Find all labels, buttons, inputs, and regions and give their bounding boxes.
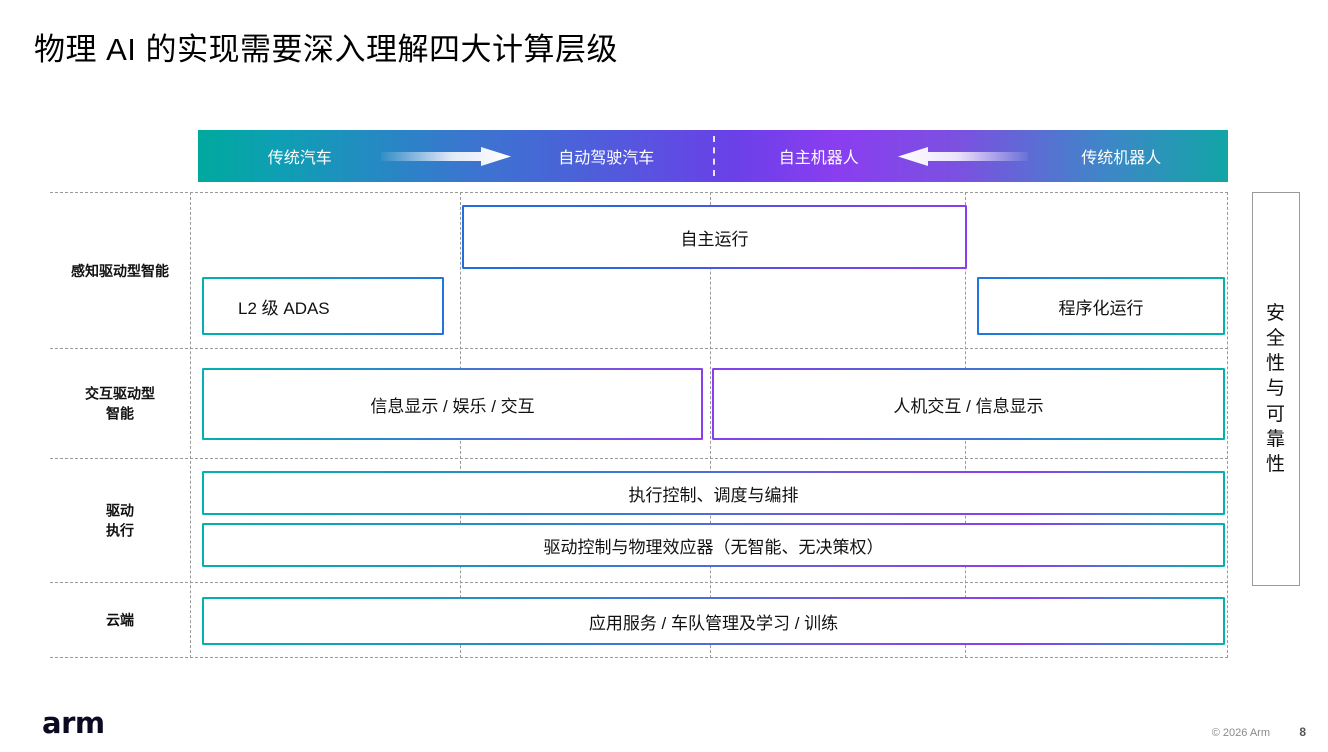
spectrum-label-autonomous-robot: 自主机器人 xyxy=(778,150,859,167)
safety-reliability-panel: 安 全 性 与 可 靠 性 xyxy=(1252,192,1300,586)
row-label-actuation: 驱动 执行 xyxy=(106,502,134,539)
spectrum-divider xyxy=(713,136,715,176)
grid-column-line-1 xyxy=(190,192,191,658)
safety-reliability-label: 安 全 性 与 可 靠 性 xyxy=(1265,303,1286,475)
matrix-row-actuation: 驱动 执行 执行控制、调度与编排 驱动控制与物理效应器（无智能、无决策权） xyxy=(50,458,1228,582)
spectrum-cell-autonomous-car: 自动驾驶汽车 xyxy=(456,130,714,182)
copyright-text: © 2026 Arm xyxy=(1211,727,1270,739)
arrow-right-icon xyxy=(381,147,511,166)
box-label-l2-adas: L2 级 ADAS xyxy=(238,298,330,318)
box-hmi-info-display[interactable]: 人机交互 / 信息显示 xyxy=(712,368,1225,440)
matrix-row-perception: 感知驱动型智能 自主运行 L2 级 ADAS 程序化运行 xyxy=(50,192,1228,348)
box-infotainment[interactable]: 信息显示 / 娱乐 / 交互 xyxy=(202,368,703,440)
spectrum-header-bar: 传统汽车 自动驾驶汽车 自主机器人 传统机器人 xyxy=(198,130,1228,182)
spectrum-label-traditional-car: 传统汽车 xyxy=(267,150,332,167)
spectrum-label-autonomous-car: 自动驾驶汽车 xyxy=(558,150,655,167)
box-programmed-operation[interactable]: 程序化运行 xyxy=(977,277,1225,335)
box-autonomous-operation[interactable]: 自主运行 xyxy=(462,205,967,269)
box-label-actuation-physical: 驱动控制与物理效应器（无智能、无决策权） xyxy=(543,537,884,557)
matrix-row-interaction: 交互驱动型 智能 信息显示 / 娱乐 / 交互 人机交互 / 信息显示 xyxy=(50,348,1228,458)
box-label-programmed-operation: 程序化运行 xyxy=(1058,298,1144,318)
box-l2-adas[interactable]: L2 级 ADAS xyxy=(202,277,444,335)
box-label-autonomous-operation: 自主运行 xyxy=(680,229,749,249)
grid-column-line-5 xyxy=(1227,192,1228,658)
spectrum-cell-traditional-robot: 传统机器人 xyxy=(971,130,1229,182)
box-label-infotainment: 信息显示 / 娱乐 / 交互 xyxy=(370,396,535,416)
spectrum-label-traditional-robot: 传统机器人 xyxy=(1081,150,1162,167)
page-number: 8 xyxy=(1299,725,1306,739)
box-label-cloud-services: 应用服务 / 车队管理及学习 / 训练 xyxy=(588,613,839,633)
box-label-exec-control: 执行控制、调度与编排 xyxy=(628,485,799,505)
arrow-left-icon xyxy=(898,147,1028,166)
page-title: 物理 AI 的实现需要深入理解四大计算层级 xyxy=(34,32,619,67)
box-label-hmi-info-display: 人机交互 / 信息显示 xyxy=(893,396,1044,416)
spectrum-cell-traditional-car: 传统汽车 xyxy=(198,130,456,182)
spectrum-cell-autonomous-robot: 自主机器人 xyxy=(713,130,971,182)
arm-logo: arm xyxy=(42,706,105,740)
row-label-perception: 感知驱动型智能 xyxy=(71,262,169,279)
row-label-interaction: 交互驱动型 智能 xyxy=(85,385,155,422)
grid-column-line-3 xyxy=(710,192,711,658)
layers-matrix: 感知驱动型智能 自主运行 L2 级 ADAS 程序化运行 交互驱动型 智能 信息… xyxy=(50,192,1228,658)
box-cloud-services[interactable]: 应用服务 / 车队管理及学习 / 训练 xyxy=(202,597,1225,645)
box-actuation-physical[interactable]: 驱动控制与物理效应器（无智能、无决策权） xyxy=(202,523,1225,567)
row-label-cloud: 云端 xyxy=(106,611,134,628)
matrix-row-cloud: 云端 应用服务 / 车队管理及学习 / 训练 xyxy=(50,582,1228,658)
box-exec-control[interactable]: 执行控制、调度与编排 xyxy=(202,471,1225,515)
